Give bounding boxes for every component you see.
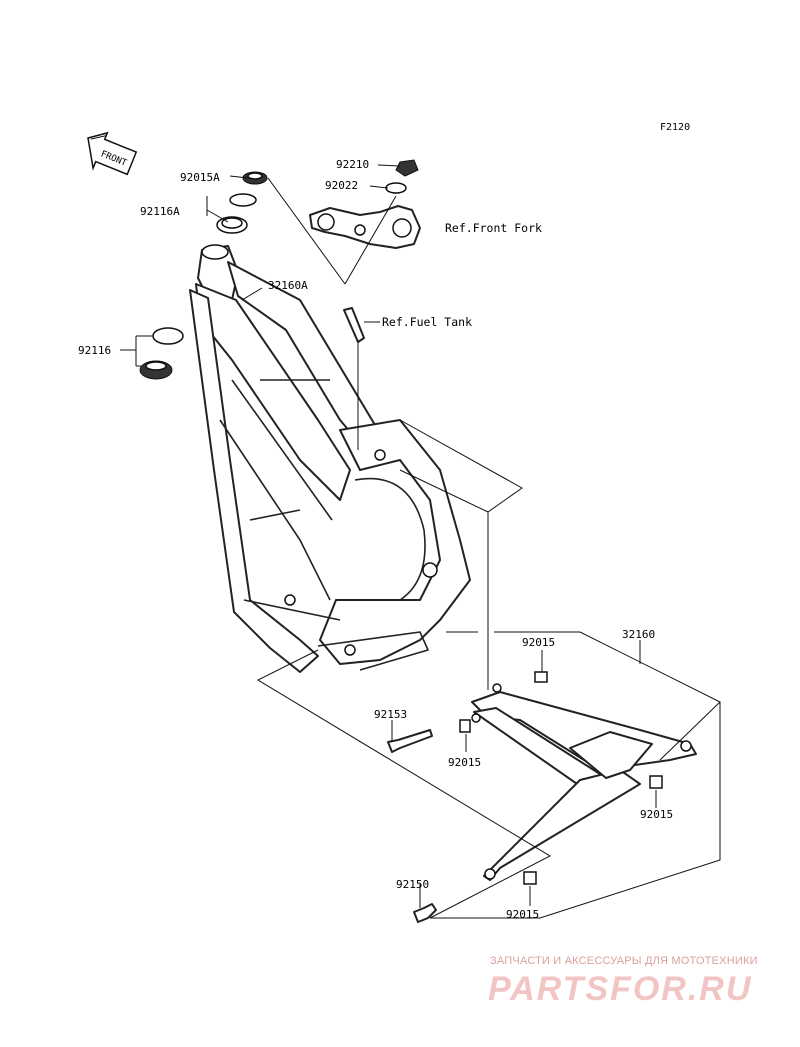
subframe-mount-2 <box>471 713 481 723</box>
bearing-92116A-inner <box>221 217 243 229</box>
figure-id: F2120 <box>660 122 690 133</box>
downtube <box>189 289 319 673</box>
label-92153: 92153 <box>374 708 407 721</box>
frame-bolt-1 <box>374 449 386 461</box>
clamp-hole-left <box>317 213 335 231</box>
steering-stem-parts <box>216 159 421 249</box>
bolt-92150 <box>413 903 437 923</box>
label-92210: 92210 <box>336 158 369 171</box>
subframe-mount-1 <box>492 683 502 693</box>
collar-92015-top <box>534 671 548 683</box>
head-tube-top <box>201 244 229 260</box>
frame-bolt-4 <box>284 594 296 606</box>
label-92015A: 92015A <box>180 171 220 184</box>
frame-brace-3 <box>243 599 341 621</box>
label-92015-right: 92015 <box>640 808 673 821</box>
watermark-tagline: ЗАПЧАСТИ И АКСЕССУАРЫ ДЛЯ МОТОТЕХНИКИ <box>490 955 758 967</box>
label-92150: 92150 <box>396 878 429 891</box>
ref-fuel-tank: Ref.Fuel Tank <box>382 315 472 329</box>
ref-front-fork: Ref.Front Fork <box>445 221 542 235</box>
washer-92022 <box>385 182 407 194</box>
watermark-brand: PARTSFOR.RU <box>488 970 752 1008</box>
collar-92015-bottom <box>523 871 537 885</box>
subframe-strut <box>483 769 641 881</box>
label-92116: 92116 <box>78 344 111 357</box>
subframe-mount-4 <box>484 868 496 880</box>
pivot-plate <box>319 419 471 665</box>
leader-lines <box>120 164 721 919</box>
subframe-mount-3 <box>680 740 692 752</box>
frame-line-1 <box>231 379 333 521</box>
label-32160: 32160 <box>622 628 655 641</box>
frame-bottom-cross <box>317 631 429 671</box>
label-92015-top: 92015 <box>522 636 555 649</box>
bearing-92116-inner <box>145 361 167 371</box>
pivot-inner-edge <box>354 477 426 601</box>
collar-92015-right <box>649 775 663 789</box>
frame-brace-2 <box>249 509 301 521</box>
triple-clamp <box>309 205 421 249</box>
nut-92210 <box>395 159 419 177</box>
nut-92015A-hole <box>247 172 263 180</box>
bearing-upper-outer <box>229 193 257 207</box>
sub-frame-32160 <box>471 683 697 881</box>
label-92116A: 92116A <box>140 205 180 218</box>
lower-bearing <box>139 327 184 380</box>
label-92015-mid: 92015 <box>448 756 481 769</box>
main-frame-32160A <box>189 244 471 673</box>
clamp-hole-center <box>354 224 366 236</box>
label-32160A: 32160A <box>268 279 308 292</box>
label-92022: 92022 <box>325 179 358 192</box>
bearing-seal-92116 <box>152 327 184 345</box>
fuel-tank-bolt <box>343 307 365 343</box>
label-92015-bottom: 92015 <box>506 908 539 921</box>
watermark: ЗАПЧАСТИ И АКСЕССУАРЫ ДЛЯ МОТОТЕХНИКИ PA… <box>488 955 758 1008</box>
frame-line-2 <box>219 419 331 601</box>
frame-bolt-2 <box>422 562 438 578</box>
front-arrow-icon: FRONT <box>87 131 138 176</box>
subframe-cross-plate <box>569 731 653 779</box>
collar-92015-mid <box>459 719 471 733</box>
frame-bolt-3 <box>344 644 356 656</box>
clamp-hole-right <box>392 218 412 238</box>
bolt-92153 <box>387 729 433 753</box>
